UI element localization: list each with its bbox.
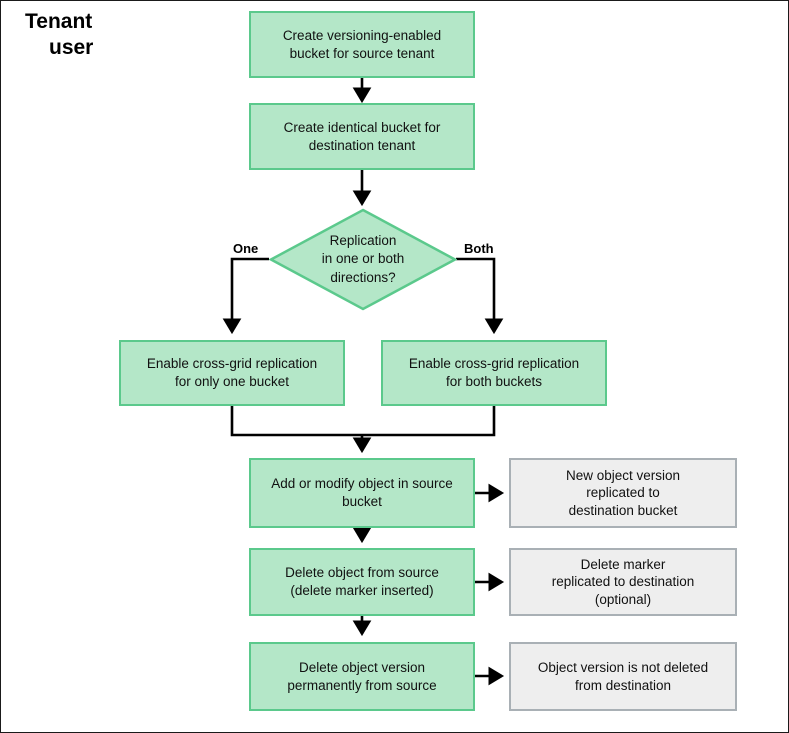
node-create-versioned-bucket[interactable]: Create versioning-enabled bucket for sou…	[249, 11, 475, 78]
node-decision-replication[interactable]: Replication in one or both directions?	[269, 208, 457, 311]
node-enable-both-buckets[interactable]: Enable cross-grid replication for both b…	[381, 340, 607, 406]
node-delete-object-version-label: Delete object version permanently from s…	[287, 659, 437, 693]
node-new-version-replicated[interactable]: New object version replicated to destina…	[509, 458, 737, 528]
node-version-not-deleted-label: Object version is not deleted from desti…	[537, 659, 709, 693]
node-add-or-modify-object[interactable]: Add or modify object in source bucket	[249, 458, 475, 528]
swimlane-title-line-2: user	[49, 36, 94, 60]
node-create-identical-bucket[interactable]: Create identical bucket for destination …	[249, 103, 475, 170]
node-delete-object[interactable]: Delete object from source (delete marker…	[249, 548, 475, 616]
node-delete-object-version[interactable]: Delete object version permanently from s…	[249, 642, 475, 711]
node-enable-one-bucket-label: Enable cross-grid replication for only o…	[146, 356, 318, 389]
edge-label-both: Both	[464, 241, 494, 256]
node-enable-both-buckets-label: Enable cross-grid replication for both b…	[408, 356, 580, 389]
node-new-version-replicated-label: New object version replicated to destina…	[565, 467, 681, 518]
node-create-identical-bucket-label: Create identical bucket for destination …	[283, 119, 441, 153]
swimlane-title-line-1: Tenant	[25, 10, 93, 33]
swimlane-title: Tenant user	[19, 9, 219, 62]
node-create-versioned-bucket-label: Create versioning-enabled bucket for sou…	[282, 27, 442, 61]
diamond-shape	[269, 208, 457, 311]
edge-label-one: One	[233, 241, 259, 256]
node-version-not-deleted[interactable]: Object version is not deleted from desti…	[509, 642, 737, 711]
node-enable-one-bucket[interactable]: Enable cross-grid replication for only o…	[119, 340, 345, 406]
node-add-or-modify-object-label: Add or modify object in source bucket	[271, 476, 453, 509]
node-delete-object-label: Delete object from source (delete marker…	[285, 565, 439, 598]
node-delete-marker-replicated[interactable]: Delete marker replicated to destination …	[509, 548, 737, 616]
node-delete-marker-replicated-label: Delete marker replicated to destination …	[551, 556, 695, 607]
